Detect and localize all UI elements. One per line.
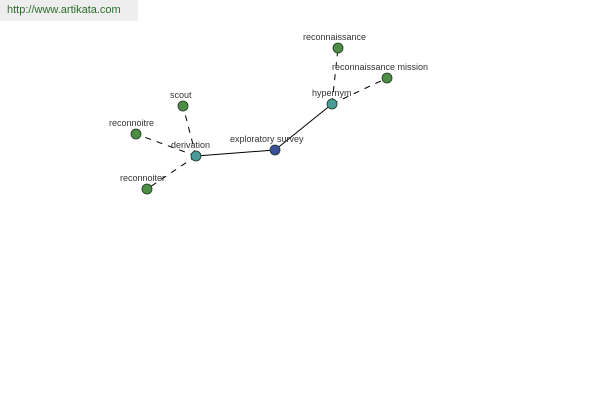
node-label-reconnoitre: reconnoitre <box>109 118 154 128</box>
node-label-reconnaissance: reconnaissance <box>303 32 366 42</box>
node-label-reconnaissance-mission: reconnaissance mission <box>332 62 428 72</box>
nodes-layer <box>130 42 393 195</box>
edge-hypernym-to-reconnaissance-mission <box>331 77 388 105</box>
node-reconnaissance-mission[interactable] <box>381 72 393 84</box>
labels-layer: exploratory survey hypernym derivation reco… <box>109 32 428 183</box>
edges-layer <box>135 47 388 190</box>
edge-exploratory-survey-to-hypernym <box>274 103 333 151</box>
node-label-exploratory-survey: exploratory survey <box>230 134 304 144</box>
node-scout[interactable] <box>177 100 189 112</box>
node-derivation[interactable] <box>190 150 202 162</box>
edge-derivation-to-reconnoiter <box>146 155 197 190</box>
node-label-derivation: derivation <box>171 140 210 150</box>
site-url-link[interactable]: http://www.artikata.com <box>0 0 138 21</box>
node-hypernym[interactable] <box>326 98 338 110</box>
node-label-scout: scout <box>170 90 192 100</box>
edge-derivation-to-reconnoitre <box>135 133 197 157</box>
edge-exploratory-survey-to-derivation <box>195 149 276 157</box>
node-reconnoitre[interactable] <box>130 128 142 140</box>
edge-derivation-to-scout <box>182 105 197 157</box>
node-reconnaissance[interactable] <box>332 42 344 54</box>
node-exploratory-survey[interactable] <box>269 144 281 156</box>
edge-hypernym-to-reconnaissance <box>331 47 339 105</box>
node-label-reconnoiter: reconnoiter <box>120 173 165 183</box>
node-label-hypernym: hypernym <box>312 88 352 98</box>
node-reconnoiter[interactable] <box>141 183 153 195</box>
